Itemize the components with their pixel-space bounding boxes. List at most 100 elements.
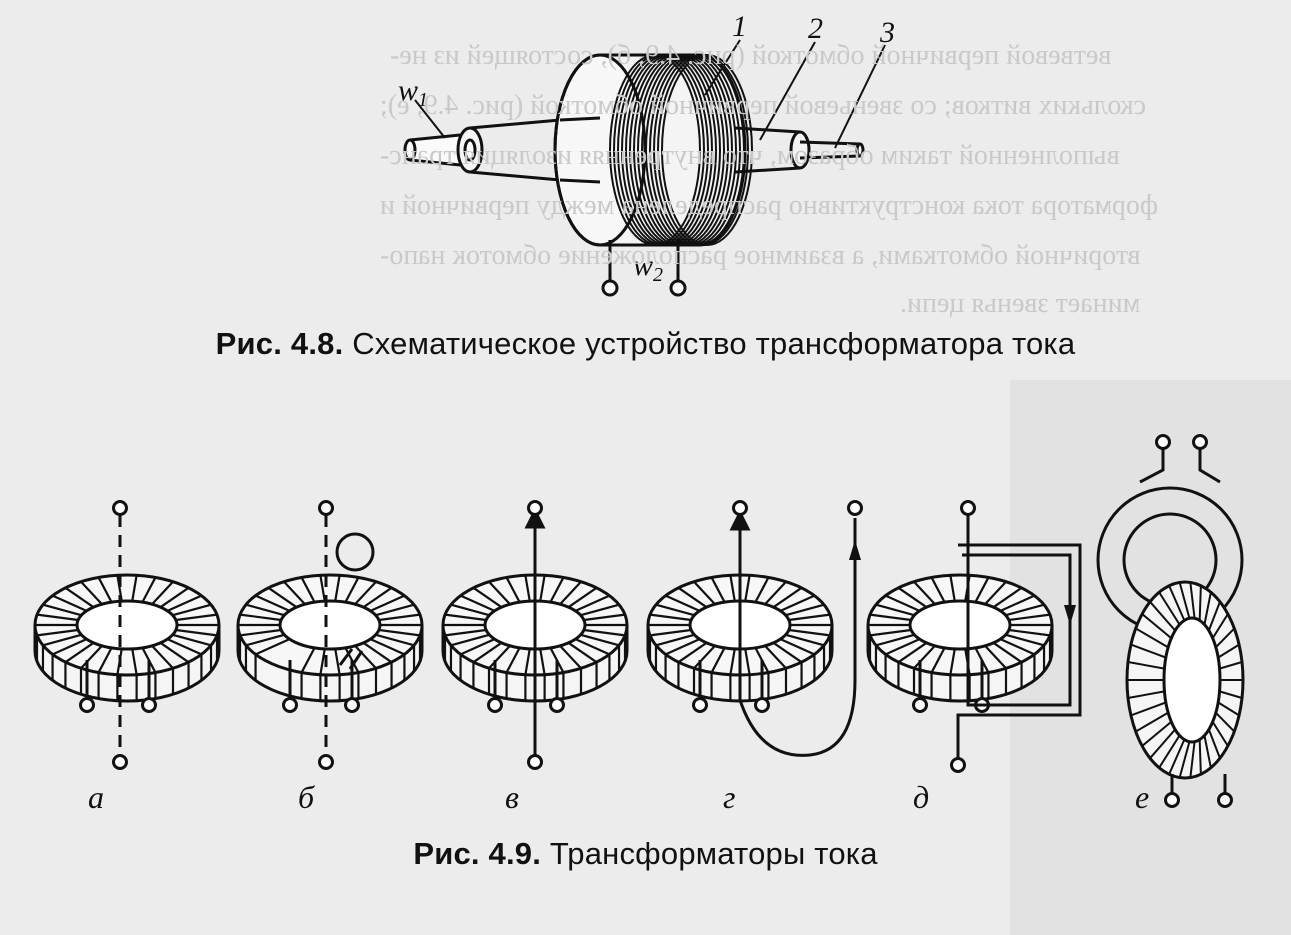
winding-segment xyxy=(505,647,521,674)
figure-4-9-caption: Рис. 4.9. Трансформаторы тока xyxy=(0,836,1291,872)
winding-segment xyxy=(1215,627,1236,649)
variant-g-label: г xyxy=(723,779,735,815)
winding-segment xyxy=(1127,690,1165,699)
winding-segment xyxy=(1149,728,1176,759)
ghost-line: скольких витков; со звеньевой первичной … xyxy=(380,90,1147,121)
winding-segment xyxy=(1141,721,1172,747)
winding-segment xyxy=(362,586,393,609)
winding-segment xyxy=(1207,729,1221,759)
winding-segment xyxy=(1158,591,1181,626)
winding-segment xyxy=(1178,741,1191,778)
winding-segment xyxy=(729,575,736,602)
winding-segment xyxy=(693,645,716,670)
ghost-line: форматора тока конструктивно распределен… xyxy=(380,190,1158,221)
winding-segment xyxy=(166,594,202,612)
primary-turn xyxy=(956,543,1082,760)
winding-segment xyxy=(583,628,626,637)
terminal xyxy=(549,697,565,713)
winding-segment xyxy=(1189,741,1196,778)
winding-segment xyxy=(869,628,912,637)
primary-terminal xyxy=(847,500,863,516)
winding-segment xyxy=(930,576,946,603)
terminal xyxy=(282,697,298,713)
figure-4-8 xyxy=(403,39,886,297)
winding-segment xyxy=(885,638,921,656)
variant-v xyxy=(441,500,629,770)
winding-segment xyxy=(875,603,915,617)
primary-loop xyxy=(335,532,375,572)
winding-segment xyxy=(334,575,341,602)
figure-4-8-title: Схематическое устройство трансформатора … xyxy=(352,326,1076,361)
winding-segment xyxy=(450,603,490,617)
variant-d xyxy=(866,500,1082,773)
winding-segment xyxy=(949,575,956,602)
winding-segment xyxy=(300,576,316,603)
winding-segment xyxy=(255,594,291,612)
winding-segment xyxy=(744,648,751,675)
winding-segment xyxy=(488,645,511,670)
winding-segment xyxy=(64,586,95,609)
terminal xyxy=(1164,792,1180,808)
winding-segment xyxy=(159,641,190,664)
terminal xyxy=(692,697,708,713)
winding-segment xyxy=(283,580,306,605)
winding-segment xyxy=(885,594,921,612)
winding-segment xyxy=(375,603,415,617)
winding-segment xyxy=(1135,711,1169,733)
winding-segment xyxy=(1135,627,1169,649)
winding-segment xyxy=(375,633,415,647)
terminal xyxy=(141,697,157,713)
winding-segment xyxy=(1219,690,1243,699)
winding-segment xyxy=(1130,701,1167,717)
winding-segment xyxy=(1203,592,1212,625)
winding-segment xyxy=(460,594,496,612)
winding-segment xyxy=(764,645,787,670)
winding-segment xyxy=(52,594,88,612)
primary-terminal xyxy=(1155,434,1171,450)
winding-segment xyxy=(175,628,218,637)
winding-segment xyxy=(36,613,79,622)
winding-segment xyxy=(788,613,831,622)
winding-segment xyxy=(319,648,326,675)
variant-e-label: е xyxy=(1135,779,1149,815)
label-part-1: 1 xyxy=(732,10,747,43)
winding-segment xyxy=(97,576,113,603)
primary-return xyxy=(738,518,857,757)
winding-segment xyxy=(567,641,598,664)
winding-segment xyxy=(875,633,915,647)
winding-segment xyxy=(97,647,113,674)
winding-segment xyxy=(779,638,815,656)
winding-segment xyxy=(354,580,377,605)
figure-4-9 xyxy=(33,434,1245,808)
primary-terminal xyxy=(950,757,966,773)
winding-segment xyxy=(239,613,282,622)
winding-segment xyxy=(559,645,582,670)
winding-segment xyxy=(729,648,736,675)
winding-segment xyxy=(974,576,990,603)
winding-segment xyxy=(444,628,487,637)
winding-segment xyxy=(1198,739,1202,775)
winding-segment xyxy=(913,645,936,670)
winding-segment xyxy=(1217,701,1240,717)
figure-4-9-title: Трансформаторы тока xyxy=(549,836,878,871)
winding-segment xyxy=(1207,601,1221,631)
winding-segment xyxy=(166,638,202,656)
winding-segment xyxy=(665,638,701,656)
winding-segment xyxy=(159,586,190,609)
winding-segment xyxy=(1008,628,1051,637)
winding-segment xyxy=(1158,734,1181,769)
winding-segment xyxy=(369,594,405,612)
winding-segment xyxy=(488,580,511,605)
winding-segment xyxy=(1189,582,1196,619)
primary-terminal xyxy=(112,500,128,516)
toroid-hole xyxy=(908,599,1012,651)
winding-segment xyxy=(999,638,1035,656)
toroid-hole xyxy=(1162,616,1222,744)
winding-segment xyxy=(897,641,928,664)
variant-e xyxy=(1096,434,1245,808)
winding-segment xyxy=(1215,711,1236,733)
winding-segment xyxy=(710,647,726,674)
winding-segment xyxy=(785,603,825,617)
winding-segment xyxy=(869,613,912,622)
